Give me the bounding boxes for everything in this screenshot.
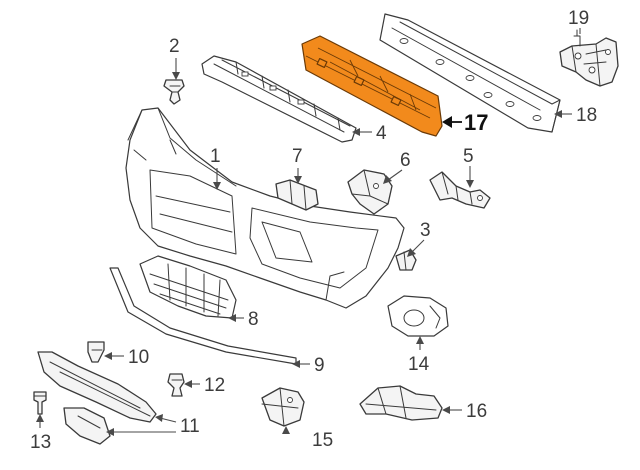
callout-labels: 1 2 3 4 5 6 7 8 9 10 11 12 13 14 15 16 1…: [30, 8, 597, 453]
callout-16: 16: [466, 401, 487, 422]
part-12-clip[interactable]: [167, 373, 185, 397]
part-8-grille[interactable]: [139, 255, 237, 319]
part-5-bracket[interactable]: [429, 171, 491, 209]
callout-18: 18: [576, 105, 597, 126]
callout-11: 11: [180, 416, 200, 437]
callout-10: 10: [128, 347, 149, 368]
callout-1: 1: [210, 146, 221, 167]
part-13-bolt[interactable]: [33, 391, 47, 415]
callout-12: 12: [204, 375, 225, 396]
callout-13: 13: [30, 432, 51, 453]
part-11-lower-panel[interactable]: [37, 351, 157, 445]
part-2-clip[interactable]: [163, 79, 185, 105]
part-7-bracket[interactable]: [275, 179, 319, 211]
callout-6: 6: [400, 150, 411, 171]
callout-15: 15: [312, 430, 333, 451]
callout-5: 5: [463, 146, 474, 167]
callout-19: 19: [568, 8, 589, 29]
callout-9: 9: [314, 355, 325, 376]
part-1-bumper-cover[interactable]: [125, 107, 405, 309]
part-19-bracket[interactable]: [559, 29, 619, 87]
part-17-absorber[interactable]: [301, 35, 443, 137]
part-15-bracket[interactable]: [261, 387, 305, 427]
part-10-bracket[interactable]: [87, 341, 105, 363]
callout-8: 8: [248, 309, 259, 330]
callout-2: 2: [169, 36, 180, 57]
callout-3: 3: [420, 220, 431, 241]
part-16-shield[interactable]: [359, 385, 443, 421]
callout-4: 4: [376, 123, 387, 144]
part-4-retainer[interactable]: [201, 55, 357, 143]
part-6-bracket[interactable]: [347, 169, 393, 215]
leader-lines: [36, 28, 581, 436]
part-14-bezel[interactable]: [387, 295, 449, 337]
callout-14: 14: [408, 354, 430, 375]
callout-17: 17: [464, 110, 488, 135]
part-18-reinforcement[interactable]: [379, 13, 561, 133]
callout-7: 7: [292, 146, 303, 167]
part-9-molding[interactable]: [109, 267, 297, 365]
